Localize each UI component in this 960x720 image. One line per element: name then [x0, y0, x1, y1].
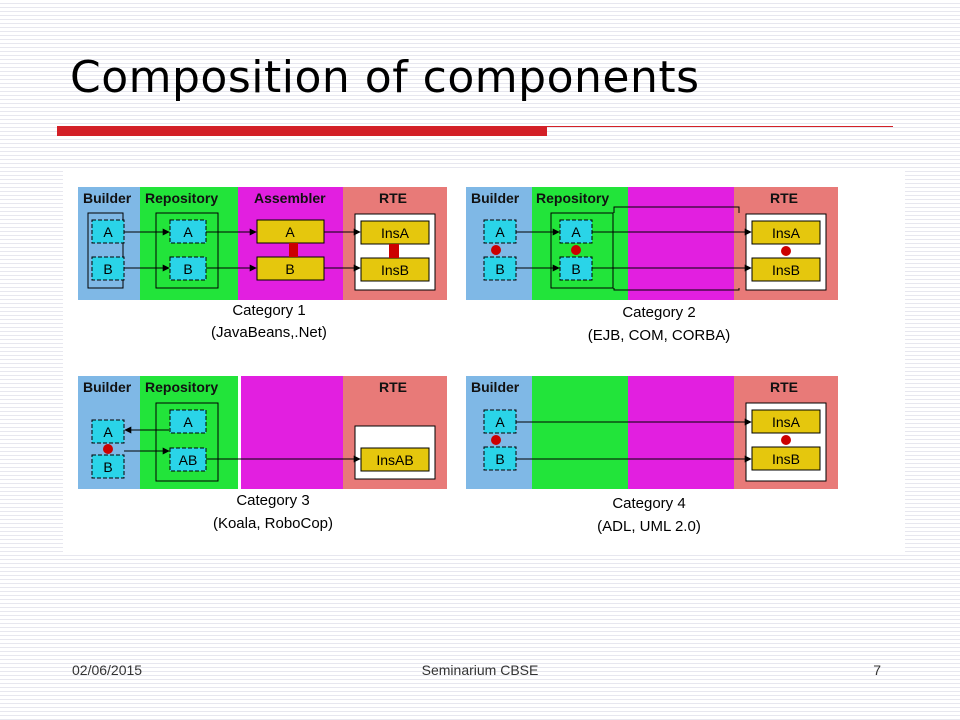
builder-container: [87, 212, 124, 289]
connector-dot: [491, 245, 501, 255]
column-header: RTE: [379, 190, 407, 206]
component-b-label: B: [103, 261, 112, 277]
empty-column: [241, 376, 343, 489]
repo-a-label: A: [183, 414, 193, 430]
component-b-label: B: [495, 261, 504, 277]
footer-date: 02/06/2015: [72, 662, 143, 678]
repo-b-box: [169, 256, 207, 281]
instance-ab-box: [360, 447, 430, 472]
category-examples: (ADL, UML 2.0): [597, 518, 701, 535]
category-caption: Category 4: [612, 495, 685, 512]
category-examples: (Koala, RoboCop): [213, 515, 333, 532]
panel-category-1: Builder Repository Assembler RTE A B A B…: [78, 187, 447, 341]
page-number: 7: [873, 662, 881, 678]
runtime-connector-dot: [781, 435, 791, 445]
empty-magenta-column: [628, 376, 734, 489]
repo-a-label: A: [571, 224, 581, 240]
component-a-label: A: [495, 224, 505, 240]
column-header: Repository: [536, 190, 609, 206]
repo-a-box: [169, 219, 207, 244]
repo-ab-box: [169, 447, 207, 472]
column-header: Builder: [471, 379, 520, 395]
column-header: Repository: [145, 379, 218, 395]
instance-a-label: InsA: [772, 414, 801, 430]
column-header: Assembler: [254, 190, 326, 206]
component-b-label: B: [103, 459, 112, 475]
instance-b-box: [751, 446, 821, 471]
connector-dot: [491, 435, 501, 445]
category-caption: Category 3: [236, 492, 309, 509]
instance-a-box: [751, 220, 821, 245]
repository-container: [550, 212, 614, 289]
category-examples: (JavaBeans,.Net): [211, 324, 327, 341]
runtime-connector-dot: [781, 246, 791, 256]
column-header: RTE: [770, 379, 798, 395]
instance-ab-label: InsAB: [376, 452, 413, 468]
component-b-box: [91, 454, 125, 479]
title-underline-thin: [547, 126, 893, 127]
column-header: RTE: [770, 190, 798, 206]
connector-dot: [103, 444, 113, 454]
connector-dot: [571, 245, 581, 255]
component-a-label: A: [495, 414, 505, 430]
runtime-connector: [389, 244, 399, 258]
panel-category-4: Builder RTE A B InsA InsB Category 4 (AD…: [466, 376, 838, 535]
assembly-connector: [289, 243, 298, 257]
category-examples: (EJB, COM, CORBA): [588, 327, 731, 344]
panel-category-2: Builder Repository RTE A B A B InsA InsB…: [466, 187, 838, 344]
instance-b-box: [751, 257, 821, 282]
component-a-box: [91, 419, 125, 444]
repo-b-label: B: [571, 261, 580, 277]
column-header: Builder: [471, 190, 520, 206]
empty-green-column: [532, 376, 628, 489]
repo-b-label: B: [183, 261, 192, 277]
instance-a-label: InsA: [381, 225, 410, 241]
title-underline-thick: [57, 126, 547, 136]
repo-ab-label: AB: [179, 452, 198, 468]
category-caption: Category 1: [232, 302, 305, 319]
component-composition-figure: Builder Repository Assembler RTE A B A B…: [63, 170, 905, 554]
empty-column: [628, 187, 734, 300]
category-caption: Category 2: [622, 304, 695, 321]
assembled-b-label: B: [285, 261, 294, 277]
instance-b-label: InsB: [772, 262, 800, 278]
column-header: Builder: [83, 379, 132, 395]
assembled-a-label: A: [285, 224, 295, 240]
component-a-label: A: [103, 224, 113, 240]
instance-a-box: [751, 409, 821, 434]
component-b-label: B: [495, 451, 504, 467]
instance-a-label: InsA: [772, 225, 801, 241]
slide-title: Composition of components: [70, 52, 700, 103]
column-header: Builder: [83, 190, 132, 206]
repository-container: [155, 212, 219, 289]
column-header: RTE: [379, 379, 407, 395]
component-a-label: A: [103, 424, 113, 440]
repo-a-label: A: [183, 224, 193, 240]
instance-b-label: InsB: [381, 262, 409, 278]
repository-container: [155, 402, 219, 482]
repo-a-box: [169, 409, 207, 434]
column-header: Repository: [145, 190, 218, 206]
panel-category-3: Builder Repository RTE A B A AB InsAB Ca…: [78, 376, 447, 532]
footer-title: Seminarium CBSE: [421, 662, 539, 678]
instance-b-label: InsB: [772, 451, 800, 467]
